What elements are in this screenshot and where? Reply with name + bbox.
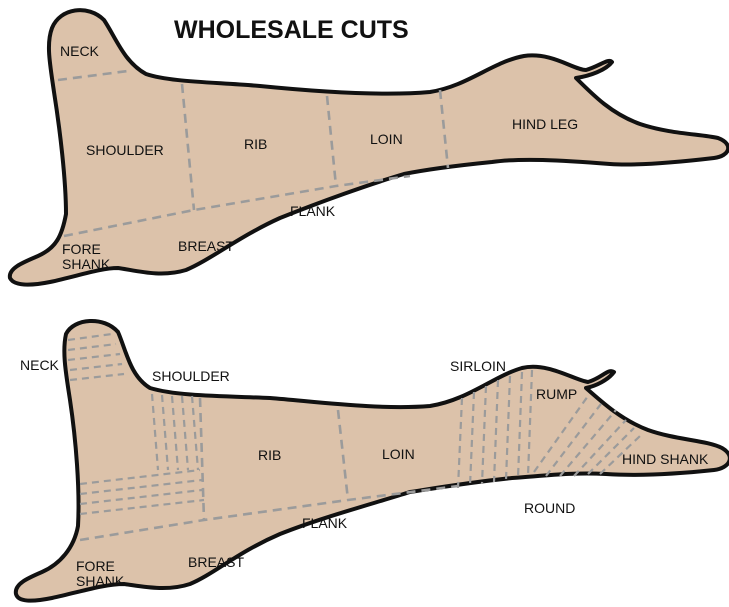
bottom-label-rump: RUMP	[536, 386, 577, 402]
bottom-label-round: ROUND	[524, 500, 575, 516]
bottom-label-sirloin: SIRLOIN	[450, 358, 506, 374]
bottom-label-hind-shank: HIND SHANK	[622, 451, 709, 467]
top-label-hind-leg: HIND LEG	[512, 116, 578, 132]
bottom-label-loin: LOIN	[382, 446, 415, 462]
bottom-label-shoulder: SHOULDER	[152, 368, 230, 384]
top-label-shoulder: SHOULDER	[86, 142, 164, 158]
bottom-label-flank: FLANK	[302, 515, 348, 531]
top-label-fore-shank-line1: FORE	[62, 241, 101, 257]
top-label-rib: RIB	[244, 136, 267, 152]
bottom-label-fore-shank-line2: SHANK	[76, 573, 125, 589]
top-label-loin: LOIN	[370, 131, 403, 147]
top-label-flank: FLANK	[290, 203, 336, 219]
top-label-fore-shank-line2: SHANK	[62, 256, 111, 272]
page-title: WHOLESALE CUTS	[174, 16, 409, 44]
bottom-label-rib: RIB	[258, 447, 281, 463]
bottom-label-fore-shank-line1: FORE	[76, 558, 115, 574]
top-label-neck: NECK	[60, 43, 100, 59]
top-label-breast: BREAST	[178, 238, 234, 254]
bottom-label-breast: BREAST	[188, 554, 244, 570]
bottom-carcass-diagram: NECK SHOULDER RIB LOIN SIRLOIN RUMP HIND…	[16, 321, 729, 601]
top-carcass-diagram: NECK SHOULDER RIB LOIN HIND LEG FLANK BR…	[10, 10, 728, 285]
bottom-label-neck: NECK	[20, 357, 60, 373]
